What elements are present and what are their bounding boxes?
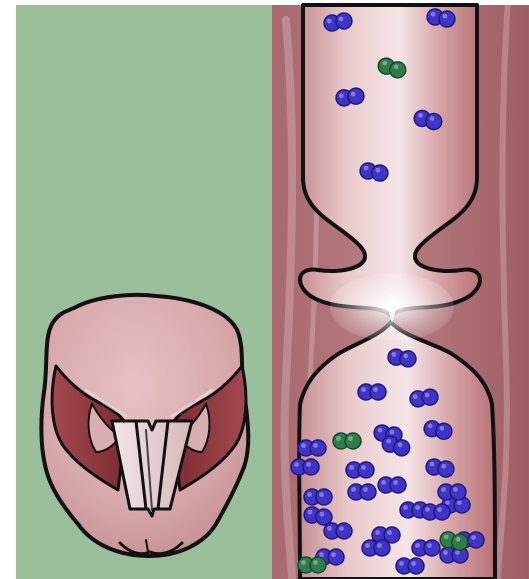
airway-upper-chamber [300, 5, 480, 316]
blue-atom-highlight [319, 552, 324, 557]
blue-molecule-pair [362, 540, 390, 556]
blue-atom [468, 532, 484, 548]
blue-atom-highlight [441, 487, 446, 492]
blue-atom-highlight [399, 561, 404, 566]
blue-atom-highlight [411, 561, 416, 566]
blue-molecule-pair [348, 484, 376, 500]
blue-molecule-pair [412, 540, 440, 556]
blue-atom [390, 477, 406, 493]
green-atom [310, 557, 326, 573]
blue-molecule-pair [422, 504, 450, 520]
blue-molecule-pair [346, 462, 374, 478]
blue-atom [370, 384, 386, 400]
blue-atom [450, 484, 466, 500]
blue-atom-highlight [361, 387, 366, 392]
blue-molecule-pair [396, 558, 424, 574]
green-atom-highlight [301, 560, 306, 565]
blue-molecule-pair [358, 384, 386, 400]
blue-atom-highlight [306, 462, 311, 467]
blue-atom [310, 440, 326, 456]
blue-atom-highlight [307, 492, 312, 497]
blue-atom-highlight [351, 487, 356, 492]
blue-atom [360, 484, 376, 500]
blue-atom-highlight [427, 543, 432, 548]
blue-atom-highlight [437, 507, 442, 512]
blue-atom-highlight [425, 507, 430, 512]
blue-atom-highlight [361, 465, 366, 470]
blue-atom-highlight [375, 530, 380, 535]
blue-atom [434, 504, 450, 520]
blue-atom-highlight [415, 543, 420, 548]
blue-atom-highlight [339, 526, 344, 531]
green-atom [345, 433, 361, 449]
blue-atom-highlight [373, 387, 378, 392]
green-molecule-pair [333, 433, 361, 449]
blue-atom-highlight [377, 543, 382, 548]
blue-molecule-pair [291, 459, 319, 475]
blue-molecule-pair [378, 477, 406, 493]
blue-molecule-pair [324, 523, 352, 539]
blue-atom-highlight [363, 487, 368, 492]
blue-atom-highlight [294, 462, 299, 467]
blue-atom [303, 459, 319, 475]
blue-atom-highlight [301, 443, 306, 448]
blue-atom [424, 540, 440, 556]
larynx-top-view [41, 295, 248, 556]
blue-atom-highlight [415, 505, 420, 510]
blue-atom-highlight [327, 526, 332, 531]
green-atom-highlight [348, 436, 353, 441]
blue-molecule-pair [304, 489, 332, 505]
blue-atom [408, 558, 424, 574]
blue-molecule-pair [438, 484, 466, 500]
blue-atom [328, 549, 344, 565]
blue-atom-highlight [453, 487, 458, 492]
blue-atom-highlight [387, 530, 392, 535]
blue-atom-highlight [331, 552, 336, 557]
blue-atom-highlight [319, 492, 324, 497]
blue-atom-highlight [349, 465, 354, 470]
blue-atom-highlight [381, 480, 386, 485]
blue-atom-highlight [443, 550, 448, 555]
green-atom-highlight [313, 560, 318, 565]
blue-atom-highlight [313, 443, 318, 448]
green-molecule-pair [298, 557, 326, 573]
blue-atom-highlight [393, 480, 398, 485]
blue-atom-highlight [457, 500, 462, 505]
blue-atom [336, 523, 352, 539]
blue-atom-highlight [403, 505, 408, 510]
blue-atom-highlight [365, 543, 370, 548]
blue-atom-highlight [471, 535, 476, 540]
blue-atom [358, 462, 374, 478]
blue-atom [374, 540, 390, 556]
blue-atom [316, 489, 332, 505]
green-atom-highlight [336, 436, 341, 441]
blue-molecule-pair [298, 440, 326, 456]
